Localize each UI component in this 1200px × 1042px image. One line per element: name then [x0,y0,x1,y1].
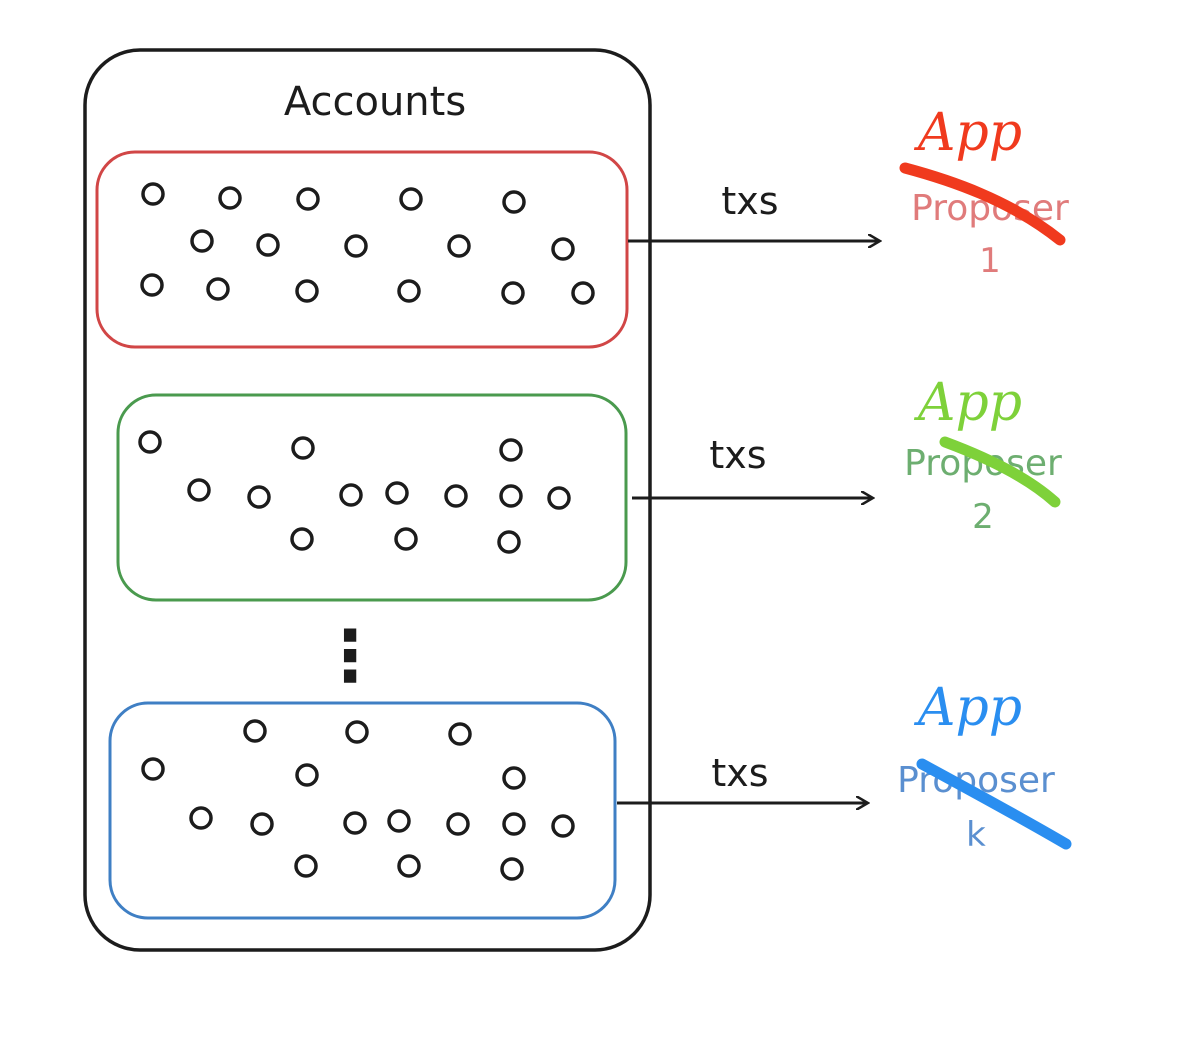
account-node [571,281,595,305]
account-group-box-1 [95,150,629,349]
account-node [502,766,526,790]
account-node [189,806,213,830]
account-node [187,478,211,502]
account-node [547,486,571,510]
account-node [394,527,418,551]
proposer-index-k: k [966,815,986,855]
account-node [295,763,319,787]
account-node [296,187,320,211]
account-group-k: txs Proposer k App [108,678,1072,920]
account-node [502,190,526,214]
account-nodes-1 [140,182,595,305]
account-node [140,273,164,297]
account-node [385,481,409,505]
account-node [444,484,468,508]
account-node [497,530,521,554]
account-node [250,812,274,836]
account-nodes-2 [138,430,571,554]
account-node [294,854,318,878]
proposer-index-2: 2 [972,497,994,537]
account-node [551,814,575,838]
account-node [499,484,523,508]
txs-label-2: txs [709,433,766,477]
account-group-box-2 [116,393,628,602]
account-node [447,234,471,258]
account-node [339,483,363,507]
account-node [243,719,267,743]
account-nodes-k [141,719,575,881]
account-node [141,757,165,781]
account-node [218,186,242,210]
account-node [397,279,421,303]
account-node [343,811,367,835]
strikethrough-k [916,758,1072,850]
account-node [446,812,470,836]
account-node [397,854,421,878]
account-node [344,234,368,258]
account-node [141,182,165,206]
account-node [206,277,230,301]
account-node [295,279,319,303]
account-node [138,430,162,454]
account-group-2: txs Proposer 2 App [116,373,1062,602]
account-node [502,812,526,836]
app-label-k: App [914,678,1022,738]
account-node [291,436,315,460]
proposer-index-1: 1 [979,241,1001,281]
account-group-1: txs Proposer 1 App [95,103,1069,349]
account-node [190,229,214,253]
ellipsis-separator: ⋮ [315,615,385,697]
account-node [399,187,423,211]
txs-label-1: txs [721,179,778,223]
account-node [256,233,280,257]
strikethrough-1 [899,162,1066,246]
account-node [499,438,523,462]
accounts-container [83,48,652,952]
txs-label-k: txs [711,751,768,795]
account-node [448,722,472,746]
account-node [551,237,575,261]
account-node [290,527,314,551]
account-node [387,809,411,833]
account-node [500,857,524,881]
accounts-title: Accounts [284,79,466,125]
app-label-1: App [914,103,1022,163]
app-label-2: App [914,373,1022,433]
account-node [345,720,369,744]
account-node [247,485,271,509]
strikethrough-2 [939,436,1061,508]
account-node [501,281,525,305]
account-group-box-k [108,701,617,920]
